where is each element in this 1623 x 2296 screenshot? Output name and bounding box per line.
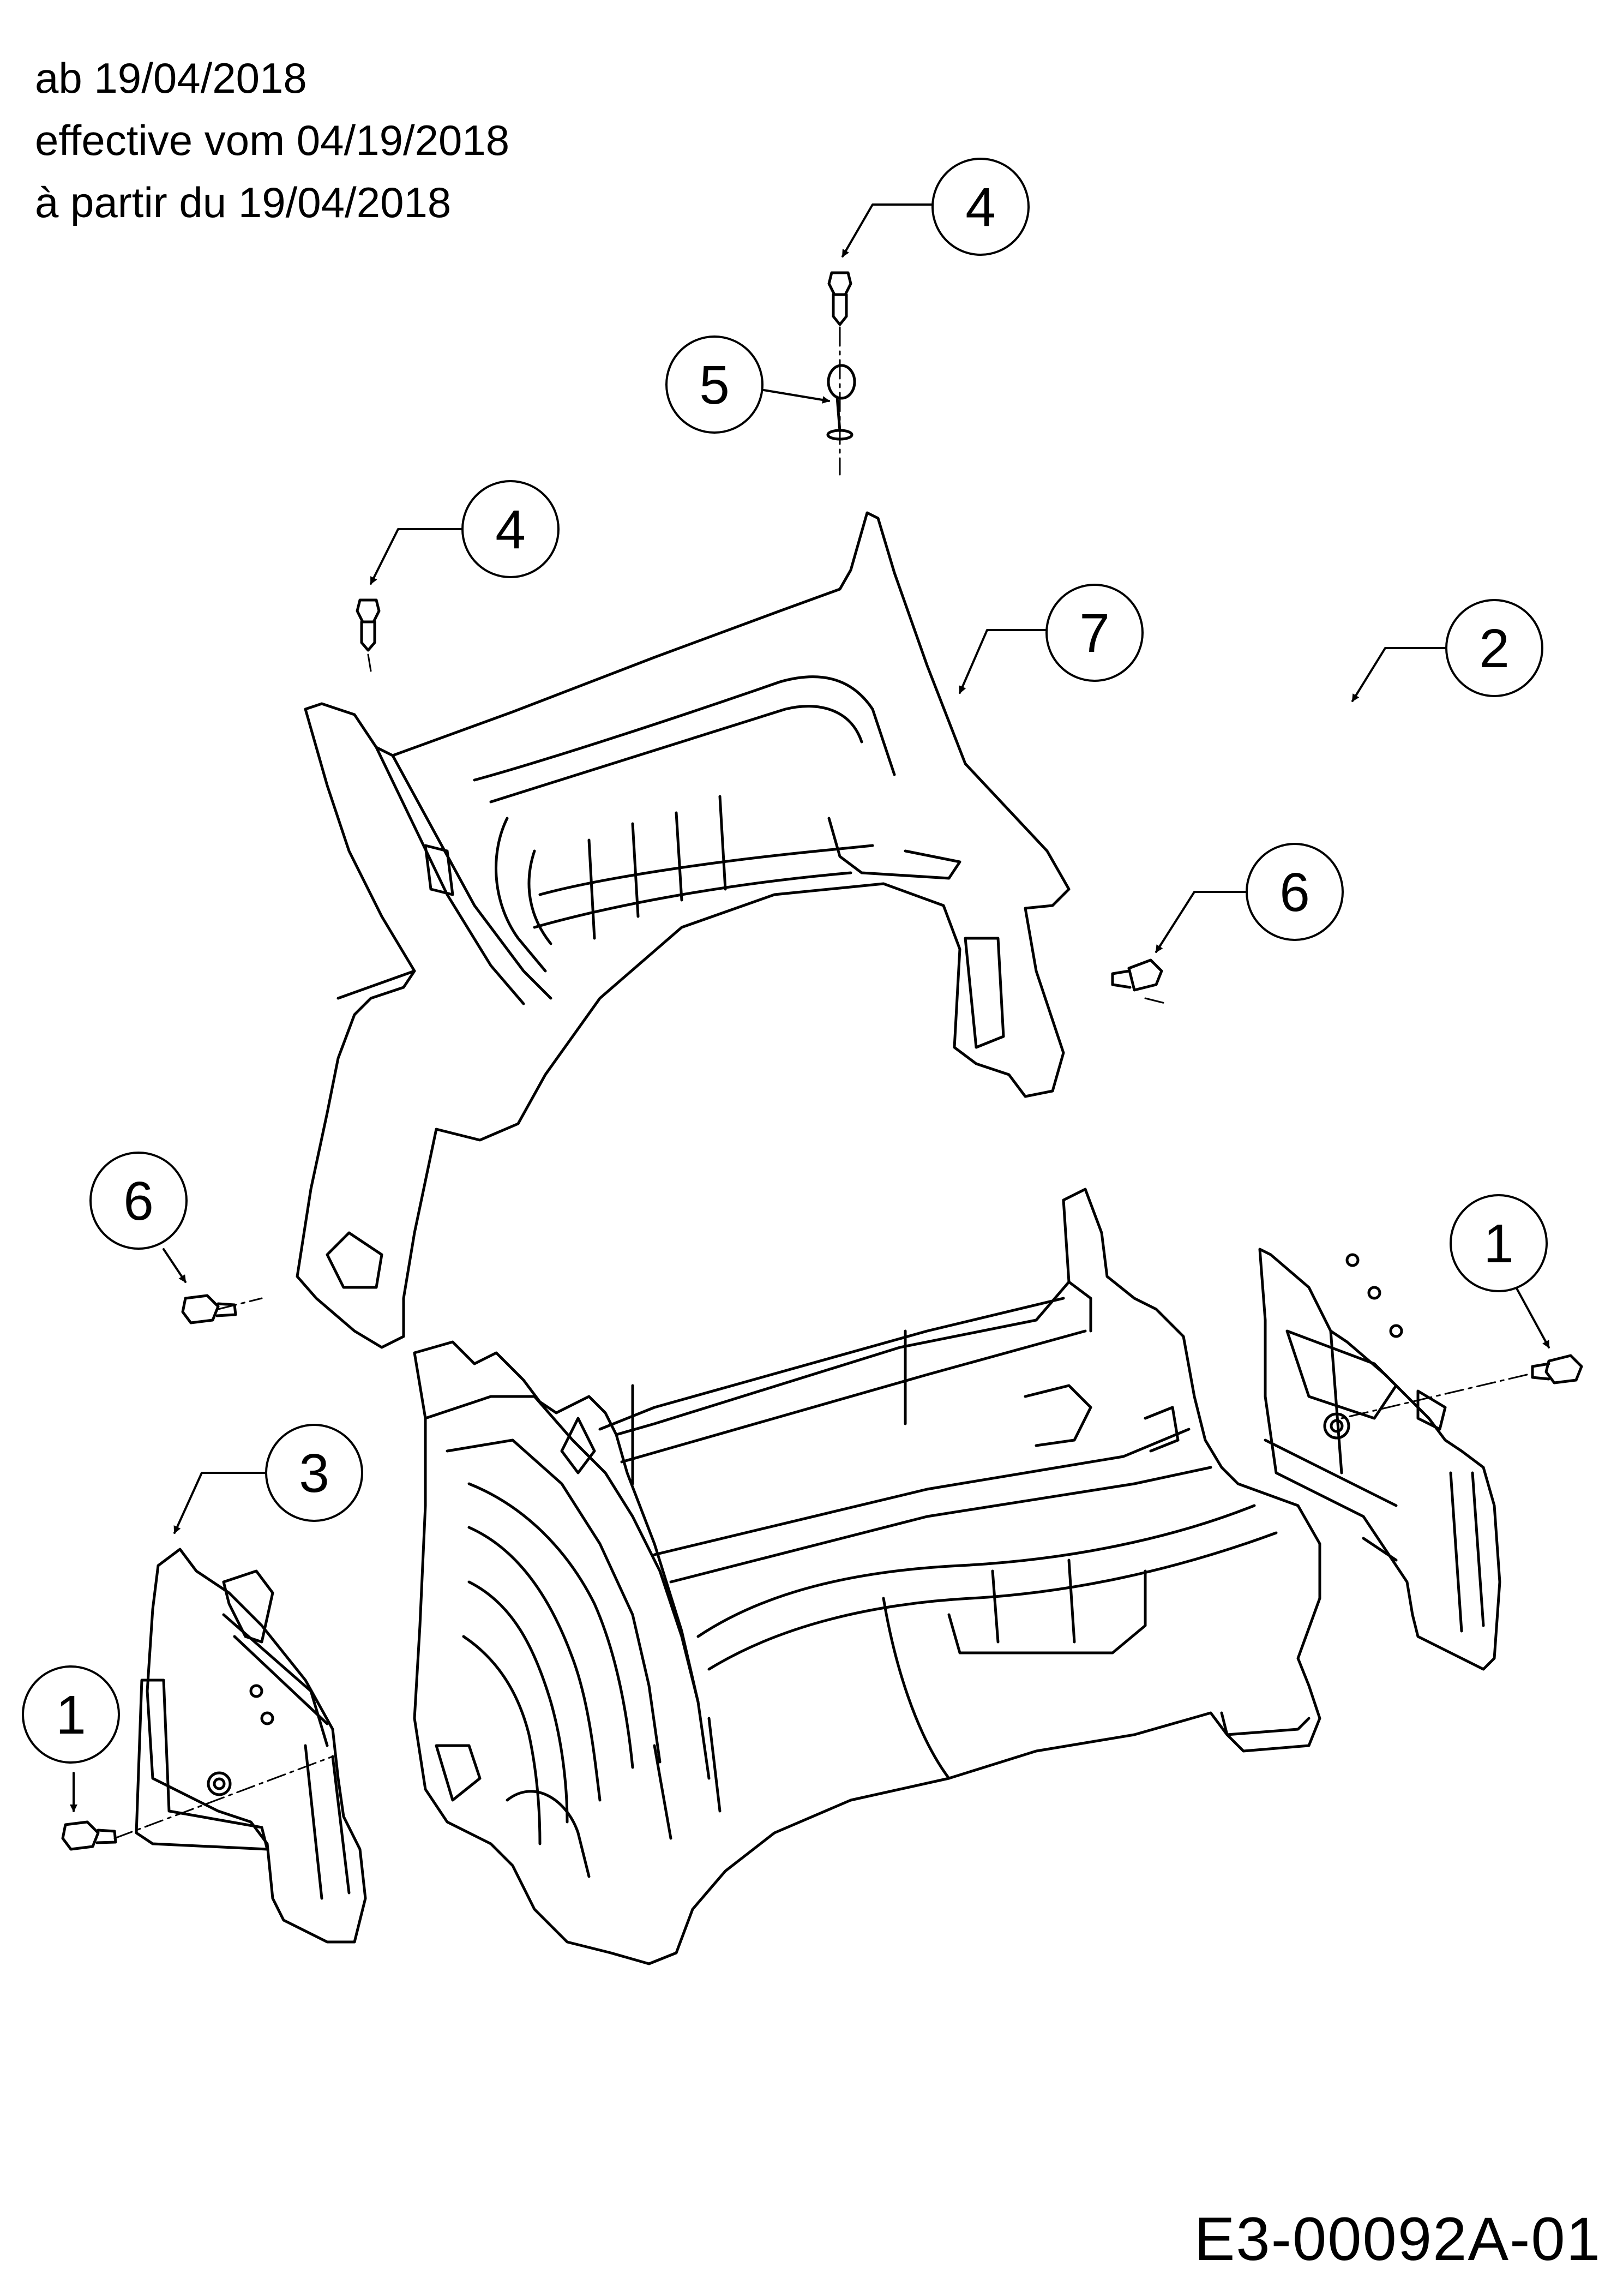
callout-6-left: 6 <box>89 1152 188 1250</box>
svg-text:7: 7 <box>1079 603 1110 664</box>
callout-3: 3 <box>265 1424 363 1522</box>
callout-1-right: 1 <box>1450 1194 1548 1292</box>
effective-date-note: ab 19/04/2018 effective vom 04/19/2018 à… <box>35 47 509 233</box>
svg-text:4: 4 <box>495 499 526 560</box>
effective-date-de: ab 19/04/2018 <box>35 54 307 102</box>
svg-text:1: 1 <box>56 1684 86 1746</box>
leader-lines <box>70 203 1550 1812</box>
diagram-code: E3-00092A-01 <box>1194 2205 1601 2273</box>
callout-7: 7 <box>1045 584 1144 682</box>
clip-ring-part <box>826 364 856 441</box>
effective-date-fr: à partir du 19/04/2018 <box>35 178 452 226</box>
svg-text:4: 4 <box>965 177 996 238</box>
screw-right-part <box>1111 958 1163 992</box>
callout-4-top: 4 <box>931 158 1030 256</box>
left-bracket-part <box>135 1548 367 1944</box>
right-bracket-part <box>1258 1248 1501 1671</box>
callout-4-mid: 4 <box>461 480 560 578</box>
screw-top-part <box>827 271 852 326</box>
callout-6-right: 6 <box>1246 843 1344 941</box>
bolt-right-part <box>1531 1354 1583 1384</box>
svg-text:5: 5 <box>699 355 730 416</box>
svg-text:3: 3 <box>299 1443 329 1504</box>
callout-5: 5 <box>665 335 764 434</box>
deck-housing <box>413 1188 1321 1965</box>
svg-text:2: 2 <box>1479 618 1510 679</box>
screw-left-part <box>181 1294 237 1324</box>
svg-text:6: 6 <box>123 1171 154 1232</box>
bolt-left-part <box>61 1820 117 1851</box>
callout-2: 2 <box>1445 599 1543 697</box>
chute-cover-part <box>296 511 1071 1349</box>
svg-text:6: 6 <box>1279 862 1310 923</box>
svg-text:1: 1 <box>1483 1213 1514 1274</box>
callout-1-left: 1 <box>22 1665 120 1764</box>
effective-date-en: effective vom 04/19/2018 <box>35 116 510 164</box>
screw-mid-part <box>356 598 381 652</box>
assembly-lines <box>113 326 1528 1839</box>
